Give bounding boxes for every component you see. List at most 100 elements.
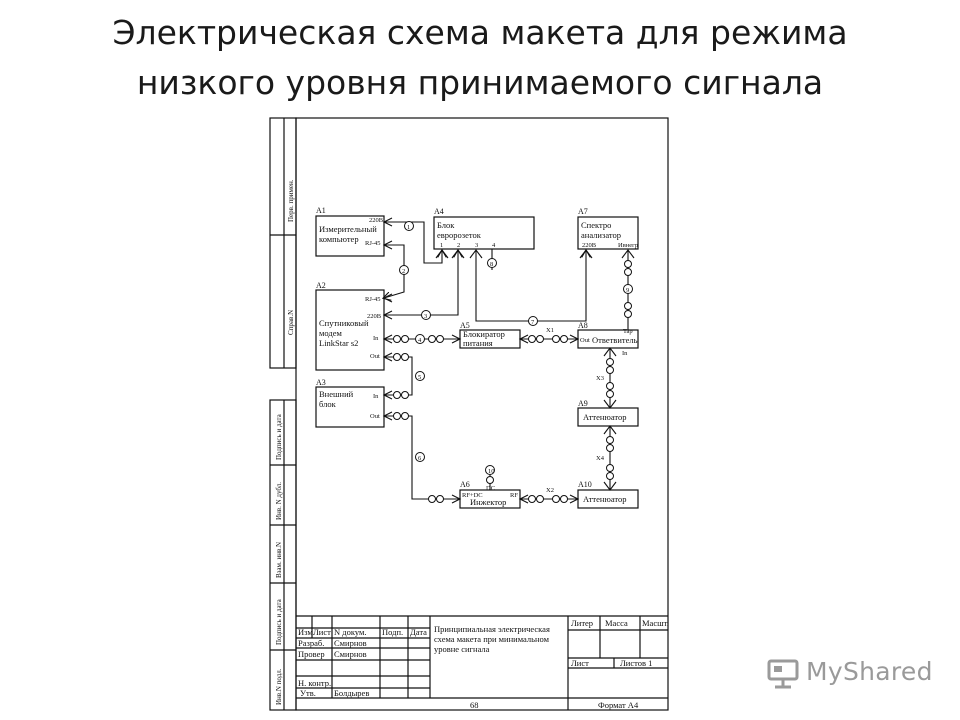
a2-port-out: Out xyxy=(370,353,380,360)
a2-port-in: In xyxy=(373,335,379,342)
a1-name-2: компьютер xyxy=(319,234,359,244)
a3-name: Внешний xyxy=(319,389,354,399)
tb-liter: Литер xyxy=(571,618,593,628)
a8-port-in: In xyxy=(622,350,628,357)
tb-list: Лист xyxy=(571,658,589,668)
block-a1: A1 Измерительный компьютер 220В RJ-45 xyxy=(315,206,385,257)
connector-circles xyxy=(393,260,632,503)
margin-label-podp-data-2: Подпись и дата xyxy=(275,598,283,645)
a1-ref: A1 xyxy=(316,206,326,215)
title-block xyxy=(296,615,668,710)
a2-name-2: модем xyxy=(319,328,342,338)
cable-4: 4 xyxy=(418,337,422,344)
connector-x4: X4 xyxy=(596,455,605,462)
margin-labels: Перв. примен. Справ.N Подпись и дата Инв… xyxy=(275,179,295,705)
connector-labels: X1 X2 X3 X4 xyxy=(546,327,605,494)
tb-prov-name: Смирнов xyxy=(334,649,367,659)
block-a4: A4 Блок евророзеток 1 2 3 4 xyxy=(433,207,535,250)
block-a8: A8 Ответвитель Out Tap In xyxy=(577,321,639,357)
a7-name: Спектро xyxy=(581,220,611,230)
a3-port-in: In xyxy=(373,393,379,400)
a2-name-3: LinkStar s2 xyxy=(319,338,358,348)
tb-razrab: Разраб. xyxy=(298,638,324,648)
a3-name-2: блок xyxy=(319,399,337,409)
watermark: MyShared xyxy=(764,655,934,691)
tb-doc-title-3: уровне сигнала xyxy=(434,644,490,654)
slide-title-line-1: Электрическая схема макета для режима xyxy=(112,13,848,52)
a5-ref: A5 xyxy=(460,321,470,330)
connector-x1: X1 xyxy=(546,327,554,334)
a4-pin-4: 4 xyxy=(492,242,496,249)
tb-list-col: Лист xyxy=(313,627,331,637)
cable-2: 2 xyxy=(402,268,405,275)
a7-name-2: анализатор xyxy=(581,230,621,240)
a9-ref: A9 xyxy=(578,399,588,408)
tb-utv: Утв. xyxy=(300,688,316,698)
presentation-board-icon xyxy=(767,659,799,689)
a6-port-rf: RF xyxy=(510,492,518,499)
a4-pin-1: 1 xyxy=(440,242,443,249)
cable-5: 5 xyxy=(418,374,421,381)
a2-name: Спутниковый xyxy=(319,318,369,328)
block-a7: A7 Спектро анализатор 220В Ивнегр xyxy=(577,207,639,250)
a8-port-tap: Tap xyxy=(623,328,633,335)
cable-9: 9 xyxy=(626,287,629,294)
a7-port-input: Ивнегр xyxy=(618,242,638,249)
cable-8: 8 xyxy=(490,261,493,268)
a4-name-2: евророзеток xyxy=(437,230,482,240)
a7-port-220: 220В xyxy=(582,242,597,249)
slide-title-line-2: низкого уровня принимаемого сигнала xyxy=(136,63,824,102)
margin-label-sprav: Справ.N xyxy=(287,310,295,335)
block-a10: A10 Аттенюатор xyxy=(577,480,639,509)
connector-x3: X3 xyxy=(596,375,604,382)
block-a5: A5 Блокиратор питания xyxy=(459,321,521,349)
a4-pin-3: 3 xyxy=(475,242,478,249)
tb-listov: Листов 1 xyxy=(620,658,652,668)
tb-prov: Провер xyxy=(298,649,325,659)
a3-port-out: Out xyxy=(370,413,380,420)
tb-ndok: N докум. xyxy=(334,627,367,637)
tb-nkontr: Н. контр. xyxy=(298,678,331,688)
watermark-text: MyShared xyxy=(806,657,933,686)
a4-ref: A4 xyxy=(434,207,444,216)
a4-name: Блок xyxy=(437,220,455,230)
cable-markers: 1 2 3 4 5 6 7 8 9 10 xyxy=(399,221,633,475)
a6-port-rfdc: RF+DC xyxy=(462,492,483,499)
a10-name: Аттенюатор xyxy=(583,494,626,504)
tb-utv-name: Болдырев xyxy=(334,688,369,698)
a6-name: Инжектор xyxy=(470,497,506,507)
a6-ref: A6 xyxy=(460,480,470,489)
margin-label-inv-dubl: Инв. N дубл. xyxy=(275,482,283,520)
sheet-frame xyxy=(269,117,669,711)
connector-x2: X2 xyxy=(546,487,554,494)
a9-name: Аттенюатор xyxy=(583,412,626,422)
cable-6: 6 xyxy=(418,455,422,462)
margin-label-vzam-inv: Взам. инв.N xyxy=(275,542,283,578)
tb-data: Дата xyxy=(410,627,427,637)
tb-masshtab: Масшт. xyxy=(642,618,669,628)
tb-massa: Масса xyxy=(605,618,628,628)
cable-1: 1 xyxy=(407,224,410,231)
a8-ref: A8 xyxy=(578,321,588,330)
cable-7: 7 xyxy=(531,319,535,326)
tb-doc-title-2: схема макета при минимальном xyxy=(434,634,550,644)
block-a2: A2 Спутниковый модем LinkStar s2 RJ-45 2… xyxy=(315,281,385,371)
a2-port-rj45: RJ-45 xyxy=(365,296,381,303)
cable-3: 3 xyxy=(424,313,427,320)
margin-label-podp-data-1: Подпись и дата xyxy=(275,413,283,460)
tb-doc-title-1: Принципиальная электрическая xyxy=(434,624,550,634)
block-a3: A3 Внешний блок In Out xyxy=(315,378,385,428)
margin-label-perv-primen: Перв. примен. xyxy=(287,179,295,222)
tb-format: Формат А4 xyxy=(598,700,639,710)
a8-port-out: Out xyxy=(580,337,590,344)
a10-ref: A10 xyxy=(578,480,592,489)
slide-title: Электрическая схема макета для режима ни… xyxy=(0,8,960,108)
a1-name: Измерительный xyxy=(319,224,377,234)
a2-port-220: 220В xyxy=(367,313,382,320)
tb-page-num: 68 xyxy=(470,700,479,710)
block-a9: A9 Аттенюатор xyxy=(577,399,639,427)
a2-ref: A2 xyxy=(316,281,326,290)
a8-name: Ответвитель xyxy=(592,335,638,345)
a1-port-rj45: RJ-45 xyxy=(365,240,381,247)
